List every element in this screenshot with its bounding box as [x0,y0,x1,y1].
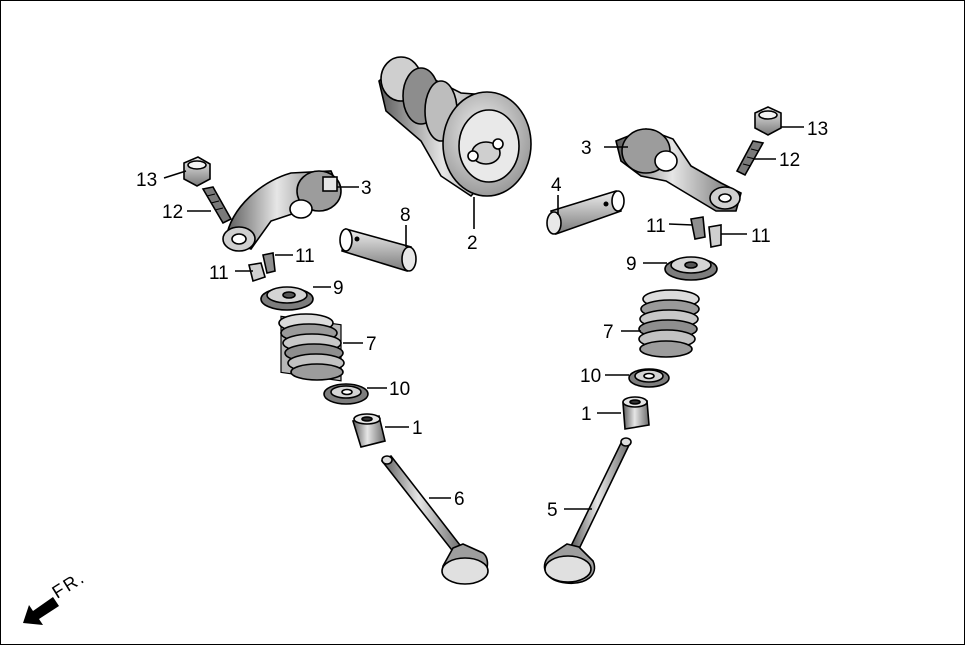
front-direction-arrow: FR. [23,567,89,625]
callout-labels: 2 8 4 3 3 13 13 12 12 11 11 11 11 9 9 7 … [136,119,828,521]
rocker-shaft-left [339,227,417,273]
valve-stem-seal-left [351,413,386,448]
callout-adjust-screw-left: 12 [162,202,183,223]
valve-stem-seal-right [622,396,650,430]
leader-lines [163,126,804,510]
rocker-shaft-right [546,189,625,236]
callout-spring-left: 7 [366,334,377,355]
callout-adjust-screw-right: 12 [779,150,800,171]
callout-retainer-left: 9 [333,278,344,299]
callout-camshaft: 2 [467,233,478,254]
lock-nut-left [183,156,211,187]
callout-rocker-shaft-right: 4 [551,175,562,196]
callout-rocker-arm-left: 3 [361,178,372,199]
rocker-arm-right [615,128,742,212]
adjust-screw-left [201,186,233,225]
spring-retainer-left [260,286,314,311]
callout-spring-seat-left: 10 [389,379,410,400]
spring-seat-left [323,383,369,405]
valve-cotters-right [690,216,722,248]
callout-cotter-right-a: 11 [646,216,666,237]
intake-valve [543,437,632,585]
front-direction-label: FR. [49,567,89,603]
callout-spring-right: 7 [603,322,614,343]
valve-spring-left [278,313,345,382]
camshaft [378,56,532,198]
callout-cotter-left-a: 11 [209,263,229,284]
exhaust-valve [380,454,489,585]
adjust-screw-right [735,140,765,177]
callout-cotter-left-b: 11 [295,246,315,267]
valve-spring-right [638,289,700,358]
callout-rocker-arm-right: 3 [581,138,592,159]
callout-valve-seal-right: 1 [581,404,592,425]
callout-spring-seat-right: 10 [580,366,601,387]
spring-seat-right [628,368,670,388]
callout-exhaust-valve: 6 [454,489,465,510]
callout-valve-seal-left: 1 [412,418,423,439]
rocker-arm-left [222,170,342,252]
callout-intake-valve: 5 [547,500,558,521]
callout-lock-nut-left: 13 [136,170,157,191]
callout-lock-nut-right: 13 [807,119,828,140]
callout-cotter-right-b: 11 [751,226,771,247]
spring-retainer-right [664,256,718,281]
lock-nut-right [754,106,782,136]
callout-retainer-right: 9 [626,254,637,275]
valve-cotters-left [248,252,276,283]
callout-rocker-shaft-left: 8 [400,205,411,226]
